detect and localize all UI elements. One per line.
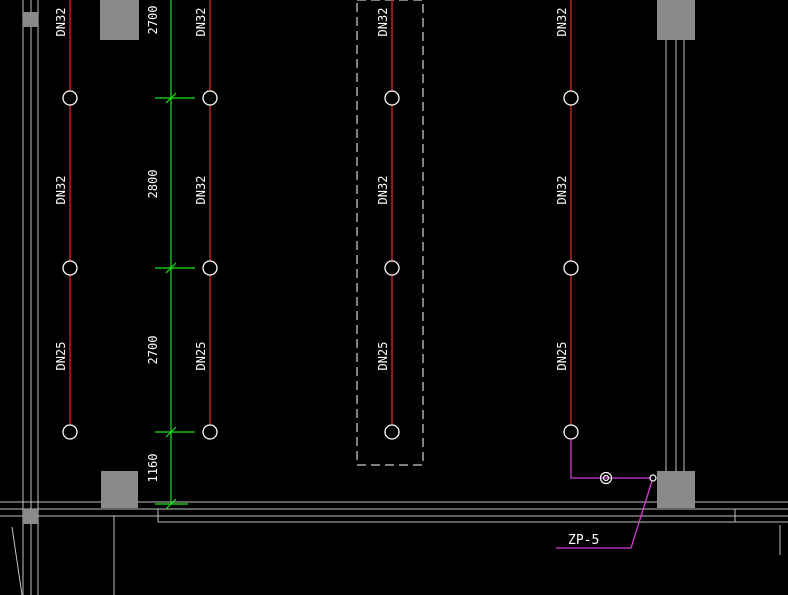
dimension-line [155, 0, 195, 510]
sprinkler-head [62, 90, 78, 106]
column-top-right [657, 0, 695, 40]
sprinkler-head [202, 90, 218, 106]
left-wall [11, 0, 39, 595]
sprinkler-head [62, 424, 78, 440]
riser-point-icon [649, 474, 657, 482]
pipe-label: DN32 [54, 176, 68, 205]
column-small-bottom-left [23, 509, 38, 524]
sprinkler-head [563, 90, 579, 106]
column-bottom-right [657, 471, 695, 508]
column-small-top-left [23, 12, 38, 27]
sprinkler-head [563, 260, 579, 276]
sprinkler-head [202, 260, 218, 276]
pipe-size-labels: DN32 DN32 DN25 DN32 DN32 DN25 DN32 DN32 … [54, 8, 569, 371]
riser-branch [556, 439, 653, 549]
pipe-label: DN32 [555, 176, 569, 205]
pipe-label: DN32 [376, 176, 390, 205]
sprinkler-head [384, 90, 400, 106]
dashed-zone-outline [356, 0, 424, 466]
sprinkler-head [62, 260, 78, 276]
pipe-label: DN25 [376, 342, 390, 371]
pipe-label: DN32 [194, 8, 208, 37]
column-bottom-left [101, 471, 138, 508]
riser-valve-icon [599, 471, 613, 485]
pipe-label: DN25 [194, 342, 208, 371]
riser-tag: ZP-5 [568, 533, 599, 548]
sprinkler-heads [62, 90, 579, 440]
dimension-values: 2700 2800 2700 1160 [146, 6, 160, 483]
structural-columns [23, 0, 695, 524]
dimension-text: 2700 [146, 6, 160, 35]
pipe-label: DN32 [555, 8, 569, 37]
sprinkler-head [202, 424, 218, 440]
pipe-label: DN25 [555, 342, 569, 371]
sprinkler-head [384, 260, 400, 276]
pipe-label: DN32 [54, 8, 68, 37]
sprinkler-head [384, 424, 400, 440]
sprinkler-head [563, 424, 579, 440]
sprinkler-pipes [69, 0, 572, 425]
dimension-text: 2800 [146, 170, 160, 199]
dimension-text: 1160 [146, 454, 160, 483]
pipe-label: DN25 [54, 342, 68, 371]
pipe-label: DN32 [194, 176, 208, 205]
right-wall [665, 0, 781, 555]
column-top-left [100, 0, 139, 40]
pipe-label: DN32 [376, 8, 390, 37]
dimension-text: 2700 [146, 336, 160, 365]
